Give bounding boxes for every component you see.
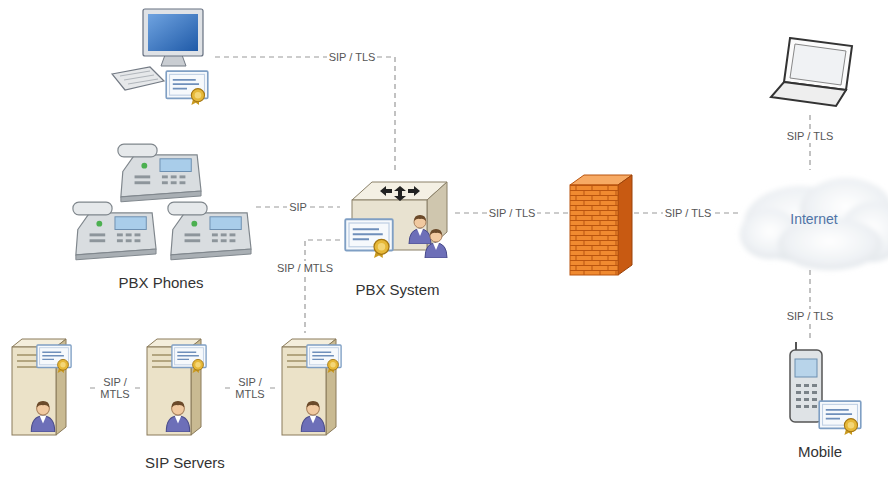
node-label: SIP Servers [0,454,370,471]
mobile-node: Mobile [770,340,870,464]
laptop [771,38,852,106]
link-label: SIP / TLS [663,206,714,220]
server-node [140,333,225,443]
phones-node: PBX Phones [66,135,256,295]
desktop-computer [112,9,208,105]
link-label: SIP / MTLS [97,375,133,401]
dashed-connector [305,240,340,333]
link-label: SIP / TLS [785,129,836,143]
computer-node [105,5,215,105]
laptop-node [770,30,855,115]
firewall-node [568,172,634,278]
cloud-node: Internet [740,170,888,270]
pbx-node: PBX System [340,172,455,302]
link-label: SIP / MTLS [232,375,268,401]
node-label: Mobile [770,443,870,460]
link-label: SIP [287,200,309,214]
sip-server-towers [12,339,341,435]
pbx-router [345,182,447,258]
link-label: SIP / TLS [785,309,836,323]
dashed-connector [215,57,395,172]
link-label: SIP / MTLS [275,261,335,275]
node-label: PBX Phones [66,274,256,291]
link-label: SIP / TLS [487,206,538,220]
dashed-connector [809,270,810,340]
mobile-phone [790,342,861,435]
pbx-phones [73,144,251,260]
internet-cloud [740,178,888,270]
node-label: PBX System [340,281,455,298]
server-group: SIP Servers [0,325,370,475]
server-node [275,333,360,443]
server-node [5,333,90,443]
node-label: Internet [740,211,888,227]
link-label: SIP / TLS [327,50,378,64]
firewall [570,175,632,275]
